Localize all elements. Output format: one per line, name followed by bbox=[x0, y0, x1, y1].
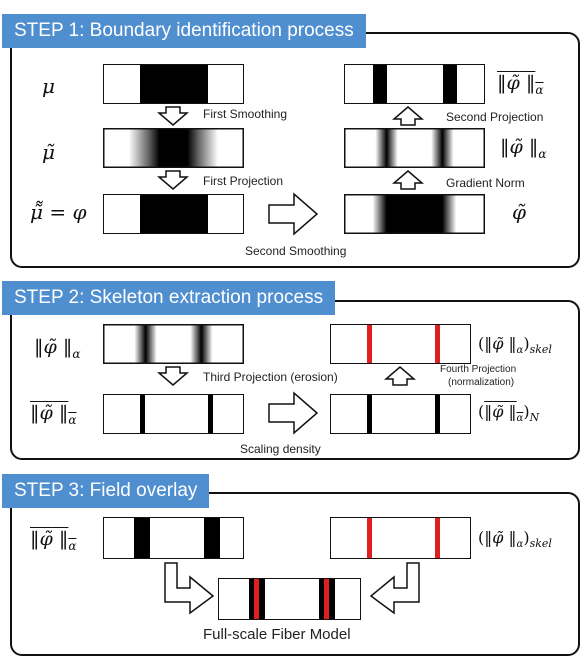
mu-tilde-label: μ̃ bbox=[42, 140, 55, 164]
skel-label-s2: (‖φ̃ ‖α)skel bbox=[478, 334, 552, 357]
arrow-right-second-smoothing bbox=[268, 192, 319, 236]
norm-overline-label-s3: ‖φ̃ ‖α bbox=[30, 528, 77, 553]
label-second-smoothing: Second Smoothing bbox=[245, 244, 347, 258]
label-scaling-density: Scaling density bbox=[240, 442, 321, 456]
bar-skeleton bbox=[330, 324, 471, 364]
bar-phi bbox=[103, 194, 244, 234]
bar-phi-tilde bbox=[344, 194, 485, 234]
label-first-smoothing: First Smoothing bbox=[203, 107, 288, 121]
label-third-projection: Third Projection (erosion) bbox=[203, 370, 338, 384]
bar-norm-s2 bbox=[103, 324, 244, 364]
bar-normalized bbox=[330, 394, 471, 434]
step3-title: STEP 3: Field overlay bbox=[2, 474, 210, 508]
normalized-label: (‖φ̃ ‖α)N bbox=[478, 402, 540, 425]
bar-norm bbox=[344, 128, 485, 168]
label-first-projection: First Projection bbox=[203, 174, 284, 188]
mu-label: μ bbox=[42, 74, 55, 98]
arrow-right-scaling bbox=[268, 391, 319, 435]
arrow-down-first-smoothing bbox=[156, 106, 190, 126]
bar-norm-projected bbox=[344, 64, 485, 104]
arrow-merge-left bbox=[164, 562, 215, 615]
arrow-up-second-projection bbox=[391, 106, 425, 126]
bar-mu bbox=[103, 64, 244, 104]
bar-mu-tilde bbox=[103, 128, 244, 168]
arrow-up-gradient-norm bbox=[391, 170, 425, 190]
norm-overline-label-s2: ‖φ̃ ‖α bbox=[30, 402, 77, 427]
skel-label-s3: (‖φ̃ ‖α)skel bbox=[478, 528, 552, 551]
bar-overlay-black bbox=[103, 517, 244, 559]
norm-overline-label: ‖φ̃ ‖α bbox=[497, 72, 544, 97]
label-fourth-projection: Fourth Projection bbox=[440, 364, 517, 375]
step1-title: STEP 1: Boundary identification process bbox=[2, 14, 366, 48]
label-gradient-norm: Gradient Norm bbox=[446, 176, 525, 190]
mu-tilde-tilde-phi-label: μ̃̃ = φ bbox=[30, 200, 87, 224]
label-full-scale-fiber: Full-scale Fiber Model bbox=[203, 626, 351, 643]
bar-norm-projected-s2 bbox=[103, 394, 244, 434]
phi-tilde-label: φ̃ bbox=[512, 200, 527, 224]
label-fourth-projection-sub: (normalization) bbox=[448, 377, 515, 388]
norm-label-s2: ‖φ̃ ‖α bbox=[34, 336, 81, 361]
arrow-merge-right bbox=[369, 562, 420, 615]
bar-overlay-red bbox=[330, 517, 471, 559]
label-second-projection: Second Projection bbox=[446, 110, 544, 124]
arrow-down-first-projection bbox=[156, 170, 190, 190]
arrow-down-third-projection bbox=[156, 366, 190, 386]
norm-label: ‖φ̃ ‖α bbox=[500, 136, 547, 161]
bar-full-scale-fiber bbox=[218, 578, 361, 620]
step2-title: STEP 2: Skeleton extraction process bbox=[2, 281, 336, 315]
arrow-up-fourth-projection bbox=[383, 366, 417, 386]
